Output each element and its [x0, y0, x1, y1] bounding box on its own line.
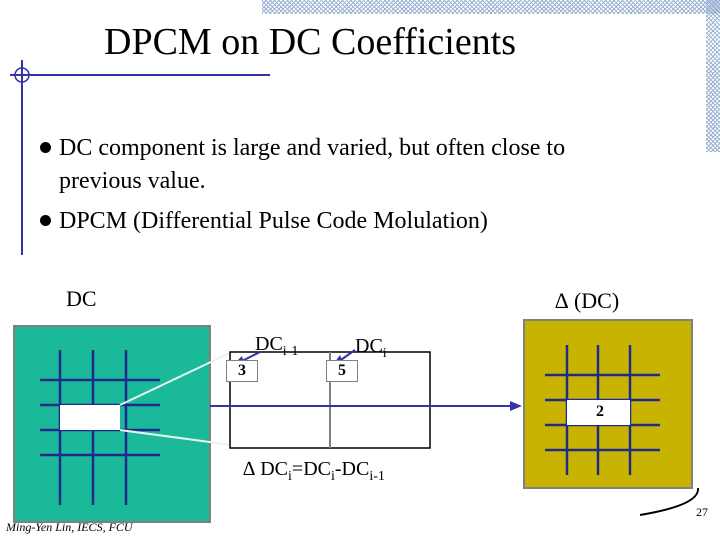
dc-prev-label: DCi-1 [255, 333, 298, 360]
page-number: 27 [696, 505, 708, 519]
bullet-dot-icon [40, 214, 51, 226]
formula-sub-i: i [288, 469, 292, 484]
footer-author: Ming-Yen Lin, IECS, FCU [6, 520, 133, 534]
dc-cur-sub: i [382, 346, 387, 361]
dc-cur-text: DC [355, 335, 383, 357]
dc-highlight-right [567, 400, 630, 425]
bullet-1: DC component is large and varied, but of… [40, 135, 565, 162]
formula-minus: -DC [334, 458, 370, 480]
value-prev: 3 [226, 360, 258, 382]
value-delta: 2 [596, 403, 604, 420]
formula-eq: =DC [291, 458, 331, 480]
bullet-2: DPCM (Differential Pulse Code Molulation… [40, 208, 488, 235]
value-cur: 5 [326, 360, 358, 382]
header-hatch-bar [262, 0, 720, 14]
formula-sub-i2: i [330, 469, 335, 484]
dc-prev-sub: i-1 [282, 344, 299, 359]
header-hatch-side [706, 0, 720, 152]
delta-dc-label: ∆ (DC) [555, 288, 620, 313]
bullet-2-line1: DPCM (Differential Pulse Code Molulation… [59, 208, 488, 234]
formula: ∆ DCi=DCi-DCi-1 [243, 458, 385, 485]
formula-sub-im1: i-1 [369, 469, 385, 484]
slide-title: DPCM on DC Coefficients [104, 21, 517, 63]
bullet-1-line2: previous value. [59, 168, 206, 194]
formula-delta: ∆ DC [243, 458, 289, 480]
dc-highlight-left [60, 405, 120, 430]
dc-label: DC [66, 286, 97, 311]
dc-cur-label: DCi [355, 335, 387, 362]
dc-prev-text: DC [255, 333, 283, 355]
bullet-1-line1: DC component is large and varied, but of… [59, 135, 566, 161]
bullet-dot-icon [40, 141, 51, 153]
